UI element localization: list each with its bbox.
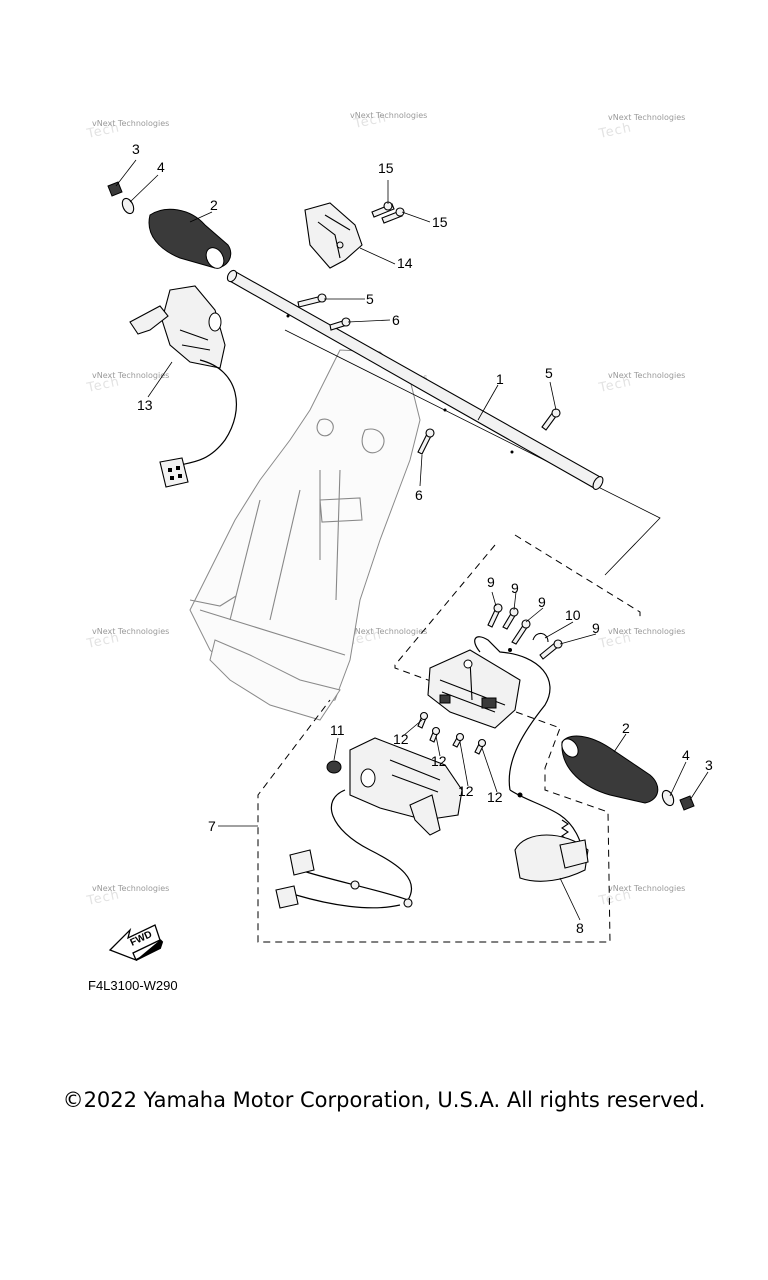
cover-screw-upper [371,201,395,218]
callout-10: 10 [565,607,581,623]
left-switch-housing [129,285,226,369]
callout-3: 3 [132,141,140,157]
svg-text:vNext Technologies: vNext Technologies [92,119,169,128]
svg-text:vNext Technologies: vNext Technologies [608,113,685,122]
callout-7: 7 [208,818,216,834]
svg-text:vNext Technologies: vNext Technologies [92,627,169,636]
svg-text:vNext Technologies: vNext Technologies [92,371,169,380]
screw-9-3 [511,619,531,645]
screw-9-1 [487,603,503,628]
callout-12: 12 [431,753,447,769]
callout-5: 5 [366,291,374,307]
svg-text:Tech: Tech [85,374,121,396]
svg-text:Tech: Tech [352,110,388,132]
svg-text:Tech: Tech [597,120,633,142]
callout-9: 9 [538,594,546,610]
svg-text:vNext Technologies: vNext Technologies [92,884,169,893]
callout-2: 2 [210,197,218,213]
callout-12: 12 [458,783,474,799]
callout-2: 2 [622,720,630,736]
fwd-arrow-icon: FWD [108,924,164,962]
svg-text:Tech: Tech [85,630,121,652]
throttle-cable [474,636,551,791]
callout-3: 3 [705,757,713,773]
right-bolt [679,795,695,811]
svg-text:Tech: Tech [597,630,633,652]
clip-10 [532,632,549,643]
svg-text:Tech: Tech [347,627,383,649]
callout-8: 8 [576,920,584,936]
svg-text:Tech: Tech [597,374,633,396]
right-grip [561,735,659,804]
steering-column [189,349,421,721]
screw-9-2 [502,607,519,630]
svg-text:vNext Technologies: vNext Technologies [608,627,685,636]
throttle-assembly-boundary [257,534,641,943]
handlebar [226,269,604,490]
right-washer [661,789,675,807]
left-grip [148,208,232,269]
callout-9: 9 [511,580,519,596]
nut-11 [326,760,342,774]
cover-screw-lower [381,207,405,224]
svg-text:vNext Technologies: vNext Technologies [608,371,685,380]
callout-12: 12 [487,789,503,805]
handlebar-cover [304,202,363,269]
left-washer [121,197,135,215]
handlebar-boundary [284,329,661,576]
svg-text:Tech: Tech [85,887,121,909]
callout-15: 15 [378,160,394,176]
figure-code: F4L3100-W290 [88,978,178,993]
svg-text:vNext Technologies: vNext Technologies [608,884,685,893]
callout-6: 6 [415,487,423,503]
callout-4: 4 [157,159,165,175]
callout-4: 4 [682,747,690,763]
left-switch-wire [159,359,238,488]
callout-9: 9 [487,574,495,590]
leader-lines [115,159,709,921]
callouts: 1 2 2 3 3 4 4 5 5 6 6 7 8 9 9 9 10 9 11 … [132,141,713,936]
screws-12 [417,711,487,755]
left-bolt [107,181,123,197]
copyright-notice: ©2022 Yamaha Motor Corporation, U.S.A. A… [62,1088,706,1112]
bolt-5-right [541,408,561,431]
bolt-6-lower [417,428,435,455]
lanyard [509,789,589,882]
callout-13: 13 [137,397,153,413]
callout-9: 9 [592,620,600,636]
callout-5: 5 [545,365,553,381]
callout-12: 12 [393,731,409,747]
callout-14: 14 [397,255,413,271]
svg-text:Tech: Tech [597,887,633,909]
bolt-5-upper [297,293,327,308]
callout-6: 6 [392,312,400,328]
right-switch-wiring [275,789,413,909]
svg-text:vNext Technologies: vNext Technologies [350,111,427,120]
right-switch-housing [349,737,463,836]
bolt-6-upper [329,317,351,331]
callout-11: 11 [330,722,345,738]
callout-15: 15 [432,214,448,230]
screw-9-4 [539,639,563,660]
throttle-bracket [427,649,521,729]
svg-text:Tech: Tech [85,120,121,142]
svg-text:vNext Technologies: vNext Technologies [350,627,427,636]
callout-1: 1 [496,371,504,387]
